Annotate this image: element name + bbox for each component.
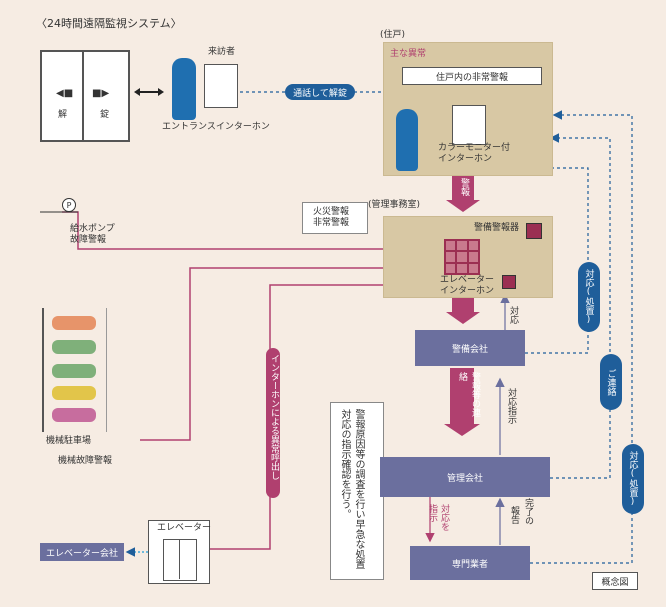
visitor-figure-icon	[172, 58, 196, 120]
car-icon	[52, 364, 96, 378]
monitor-intercom-label: カラーモニター付 インターホン	[438, 143, 511, 164]
warn-contact-label: 警報等の連絡	[457, 372, 480, 417]
elevator-box: エレベーター	[148, 520, 212, 584]
security-company-box: 警備会社	[415, 330, 525, 366]
security-alarm-icon	[526, 223, 542, 239]
elevator-company-box: エレベーター会社	[40, 543, 124, 561]
fire-alarm-label: 火災警報 非常警報	[313, 207, 350, 228]
parking-fault-label: 機械故障警報	[58, 456, 113, 466]
alarm-arrow: 警報	[452, 176, 474, 200]
respond-pill-2-label: 対応(処置)	[627, 451, 638, 507]
emergency-label: 主な異常	[390, 49, 427, 59]
entrance-door: 解 錠 ◀■ ■▶	[40, 50, 130, 142]
respond-pill-2: 対応(処置)	[622, 444, 644, 514]
entrance-intercom-icon	[204, 64, 238, 108]
diagram-title: 〈24時間遠隔監視システム〉	[36, 17, 182, 30]
label-taiou-wo: 対応を	[439, 504, 449, 531]
parking-tower	[42, 308, 107, 432]
car-icon	[52, 386, 96, 400]
alarm-arrowhead	[446, 200, 480, 212]
elevator-label: エレベーター	[157, 523, 212, 533]
entrance-intercom-label: エントランスインターホン	[162, 122, 270, 132]
resident-figure-icon	[396, 109, 418, 171]
label-kanryo: 完了の	[523, 498, 533, 525]
label-taiou: 対応	[508, 306, 518, 324]
warn-contact-arrow: 警報等の連絡	[450, 368, 480, 424]
concept-badge: 概念図	[592, 572, 638, 590]
car-icon	[52, 340, 96, 354]
talk-unlock-badge: 通話して解錠	[285, 84, 355, 100]
unlock-char-1: 解	[58, 110, 68, 120]
office-to-security-arrow	[452, 298, 474, 312]
monitor-intercom-icon	[452, 105, 486, 145]
contact-pill-label: ご連絡	[605, 368, 616, 396]
visitor-label: 来訪者	[208, 47, 236, 57]
office-box: 警備警報器 エレベーター インターホン	[383, 216, 553, 298]
elevator-intercom-label: エレベーター インターホン	[440, 275, 495, 296]
arrow-right-icon: ■▶	[92, 88, 110, 99]
intercom-call-label: インターホンによる異常呼出し	[269, 354, 279, 480]
respond-pill-1-label: 対応(処置)	[583, 269, 594, 325]
management-company-box: 管理会社	[380, 457, 550, 497]
pump-p-icon: P	[62, 198, 76, 212]
residence-box: 主な異常 住戸内の非常警報 カラーモニター付 インターホン	[383, 42, 553, 176]
parking-label: 機械駐車場	[46, 436, 92, 446]
warn-contact-arrowhead	[444, 424, 480, 436]
alarm-panel-icon	[444, 239, 480, 275]
emergency-alarm-box: 住戸内の非常警報	[402, 67, 542, 85]
cause-callout: 警報原因等の調査を行い早急な処置対応の指示確認を行う。	[330, 402, 384, 580]
respond-pill-1: 対応(処置)	[578, 262, 600, 332]
label-houkoku: 報告	[509, 506, 519, 524]
office-header: (管理事務室)	[368, 200, 421, 210]
label-shiji: 指示	[427, 504, 437, 522]
car-icon	[52, 316, 96, 330]
cause-text: 警報原因等の調査を行い早急な処置対応の指示確認を行う。	[339, 409, 364, 569]
intercom-call-bar: インターホンによる異常呼出し	[266, 348, 280, 498]
security-alarm-label: 警備警報器	[474, 223, 520, 233]
label-taiou-shiji: 対応指示	[506, 388, 516, 424]
pump-fault-label: 給水ポンプ 故障警報	[70, 224, 115, 245]
arrow-left-icon: ◀■	[56, 88, 74, 99]
residence-header: (住戸)	[380, 30, 406, 40]
fire-alarm-callout: 火災警報 非常警報	[302, 202, 368, 234]
unlock-char-2: 錠	[100, 110, 110, 120]
specialist-box: 専門業者	[410, 546, 530, 580]
car-icon	[52, 408, 96, 422]
elevator-intercom-icon	[502, 275, 516, 289]
contact-pill: ご連絡	[600, 354, 622, 410]
alarm-arrow-label: 警報	[459, 178, 469, 196]
office-to-security-arrowhead	[446, 312, 480, 324]
